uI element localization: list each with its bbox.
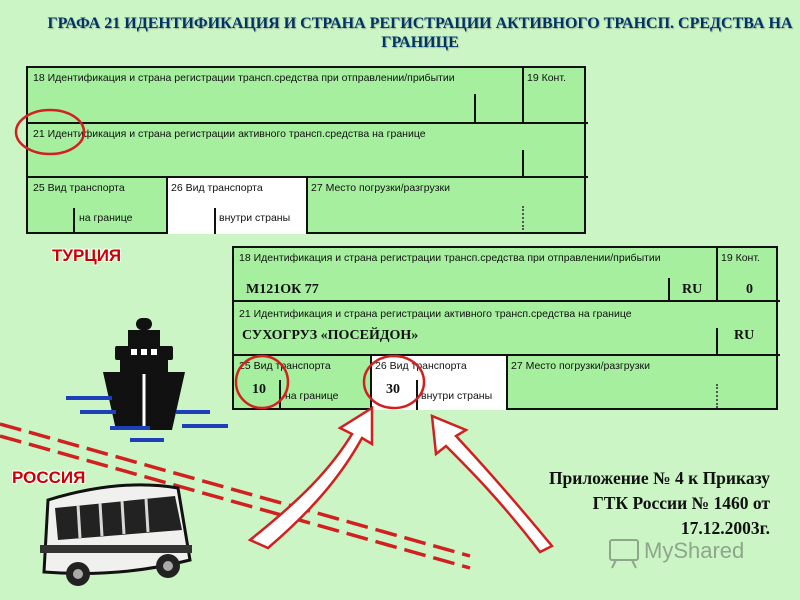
appendix-note: Приложение № 4 к Приказу ГТК России № 14… <box>470 466 770 541</box>
arrow-to-box25 <box>247 405 374 550</box>
appendix-line3: 17.12.2003г. <box>680 518 770 538</box>
box-21-label: 21 Идентификация и страна регистрации ак… <box>33 128 426 140</box>
box-26-sub: внутри страны <box>421 390 493 402</box>
box-21-label: 21 Идентификация и страна регистрации ак… <box>239 308 632 320</box>
box-19-label: 19 Конт. <box>527 72 566 84</box>
circle-box21-top <box>14 108 86 156</box>
transport-border-value: 10 <box>252 382 266 397</box>
container-value: 0 <box>746 282 753 297</box>
box-19-label: 19 Конт. <box>721 252 760 264</box>
box-18-label: 18 Идентификация и страна регистрации тр… <box>239 252 661 264</box>
bus-icon <box>40 483 192 586</box>
box-25-label: 25 Вид транспорта <box>239 360 331 372</box>
box-26-sub: внутри страны <box>219 212 291 224</box>
ship-icon <box>103 318 185 430</box>
box-26-label: 26 Вид транспорта <box>375 360 467 372</box>
watermark-text: MyShared <box>644 538 745 563</box>
label-turkey: ТУРЦИЯ <box>52 246 122 265</box>
box-25-label: 25 Вид транспорта <box>33 182 125 194</box>
appendix-line1: Приложение № 4 к Приказу <box>548 468 770 488</box>
vehicle-id-value: М121ОК 77 <box>246 282 319 297</box>
active-vehicle-value: СУХОГРУЗ «ПОСЕЙДОН» <box>242 328 419 343</box>
box-27-label: 27 Место погрузки/разгрузки <box>311 182 450 194</box>
vehicle-country-value: RU <box>682 282 703 297</box>
active-country-value: RU <box>734 328 755 343</box>
circle-box25-filled <box>234 354 290 410</box>
border-line <box>0 422 471 570</box>
box-25-sub: на границе <box>285 390 339 402</box>
box-26-label: 26 Вид транспорта <box>171 182 263 194</box>
empty-declaration-form: 18 Идентификация и страна регистрации тр… <box>26 66 588 234</box>
box-27-label: 27 Место погрузки/разгрузки <box>511 360 650 372</box>
transport-inland-value: 30 <box>386 382 400 397</box>
appendix-line2: ГТК России № 1460 от <box>592 493 770 513</box>
filled-declaration-form: 18 Идентификация и страна регистрации тр… <box>232 246 780 410</box>
watermark-logo-icon <box>609 539 639 569</box>
slide-title: ГРАФА 21 ИДЕНТИФИКАЦИЯ И СТРАНА РЕГИСТРА… <box>47 15 793 51</box>
arrow-to-box26 <box>430 414 554 554</box>
circle-box26-filled <box>362 354 426 410</box>
label-russia: РОССИЯ <box>12 468 86 487</box>
box-18-label: 18 Идентификация и страна регистрации тр… <box>33 72 455 84</box>
water-waves-icon <box>66 396 228 442</box>
box-25-sub: на границе <box>79 212 133 224</box>
